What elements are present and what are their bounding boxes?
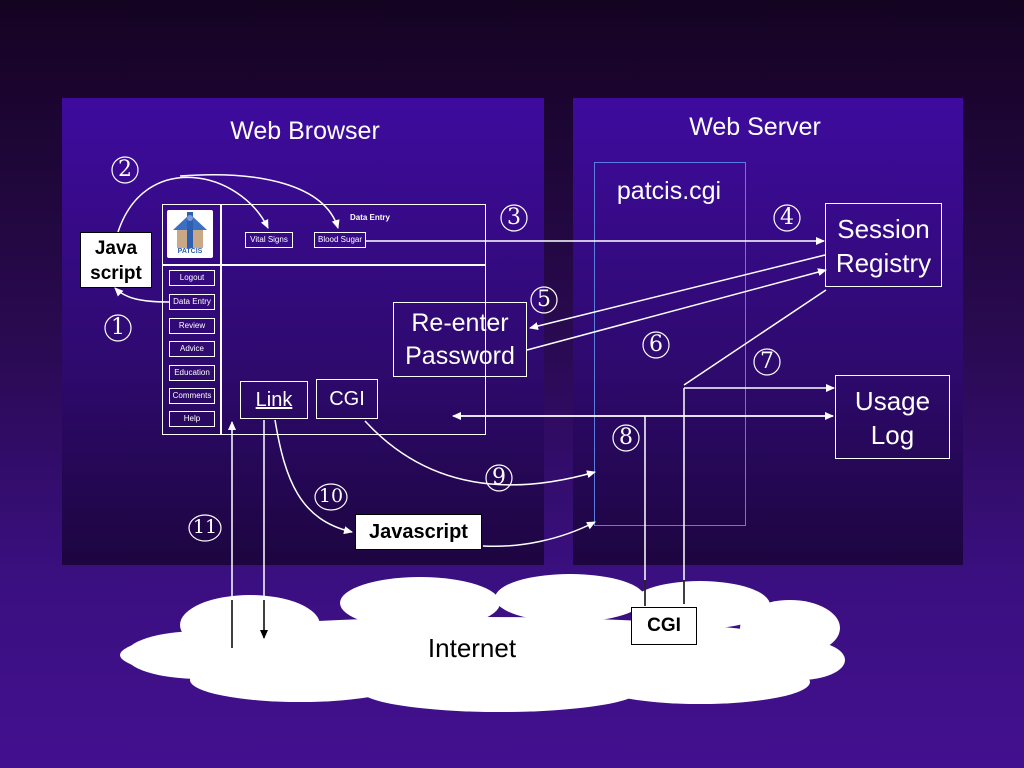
vital-signs-button[interactable]: Vital Signs xyxy=(245,232,293,248)
step-3-marker: 3 xyxy=(499,203,529,233)
web-browser-title: Web Browser xyxy=(230,117,380,145)
patcis-logo: PATCIS xyxy=(167,210,213,258)
app-header-label: Data Entry xyxy=(349,213,390,222)
step-4-marker: 4 xyxy=(772,203,802,233)
reenter-password-box: Re-enter Password xyxy=(393,302,527,377)
logout-button[interactable]: Logout xyxy=(169,270,215,286)
logo-text: PATCIS xyxy=(177,248,203,255)
blood-sugar-button[interactable]: Blood Sugar xyxy=(314,232,366,248)
cgi-browser-box: CGI xyxy=(316,379,378,419)
step-2-marker: 2 xyxy=(110,155,140,185)
internet-label: Internet xyxy=(427,633,517,663)
javascript-client-box: Java script xyxy=(80,232,152,288)
session-registry-box: Session Registry xyxy=(825,203,942,287)
step-9-marker: 9 xyxy=(484,463,514,493)
education-button[interactable]: Education xyxy=(169,365,215,381)
step-6-marker: 6 xyxy=(641,330,671,360)
step-8-marker: 8 xyxy=(611,423,641,453)
step-1-marker: 1 xyxy=(103,313,133,343)
step-10-marker: 10 xyxy=(314,482,348,512)
data-entry-button[interactable]: Data Entry xyxy=(169,294,215,310)
app-sidebar-divider xyxy=(220,205,222,434)
web-browser-panel xyxy=(62,98,544,565)
patcis-cgi-label: patcis.cgi xyxy=(616,177,722,205)
help-button[interactable]: Help xyxy=(169,411,215,427)
usage-log-box: Usage Log xyxy=(835,375,950,459)
web-server-panel xyxy=(573,98,963,565)
step-7-marker: 7 xyxy=(752,347,782,377)
link-box[interactable]: Link xyxy=(240,381,308,419)
comments-button[interactable]: Comments xyxy=(169,388,215,404)
cgi-internet-box: CGI xyxy=(631,607,697,645)
web-server-title: Web Server xyxy=(689,113,821,141)
step-11-marker: 11 xyxy=(188,513,222,543)
app-header-divider xyxy=(163,264,485,266)
review-button[interactable]: Review xyxy=(169,318,215,334)
javascript-bottom-box: Javascript xyxy=(355,514,482,550)
step-5-marker: 5 xyxy=(529,285,559,315)
advice-button[interactable]: Advice xyxy=(169,341,215,357)
